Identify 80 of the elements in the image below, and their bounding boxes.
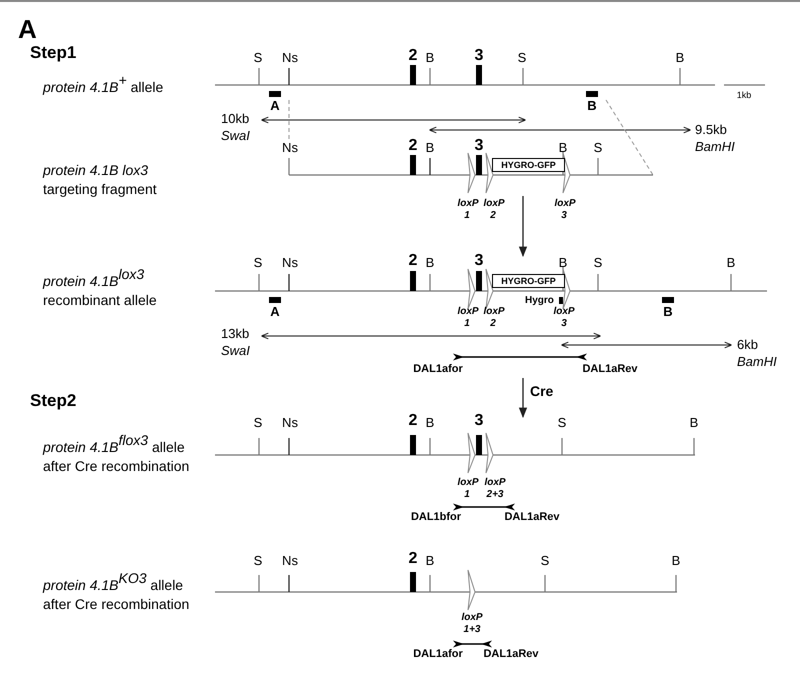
site-label: S xyxy=(254,554,262,567)
loxp-label: loxP xyxy=(457,478,479,488)
loxp-label: loxP xyxy=(457,199,479,209)
site-label: B xyxy=(426,416,434,429)
site-label: S xyxy=(518,51,526,64)
exon-number: 2 xyxy=(408,138,418,154)
exon-number: 3 xyxy=(474,48,484,64)
loxp-number: 1 xyxy=(464,319,470,329)
loxp-label: loxP xyxy=(483,199,505,209)
site-label: B xyxy=(672,554,680,567)
site-label: Ns xyxy=(282,141,298,154)
exon-number: 3 xyxy=(474,138,484,154)
site-label: B xyxy=(426,51,434,64)
primer-label: DAL1afor xyxy=(413,364,463,375)
exon-number: 3 xyxy=(474,253,484,269)
loxp-number: 1 xyxy=(464,490,470,500)
site-label: B xyxy=(426,141,434,154)
site-label: S xyxy=(254,416,262,429)
enzyme-name: SwaI xyxy=(221,344,250,357)
loxp-number: 3 xyxy=(561,211,567,221)
fragment-size: 13kb xyxy=(221,327,250,340)
site-label: S xyxy=(540,554,550,567)
enzyme-name: BamHI xyxy=(737,355,777,368)
site-label: Ns xyxy=(282,256,298,269)
dashed-line xyxy=(606,100,654,176)
exon-number: 2 xyxy=(408,413,418,429)
probe-label: B xyxy=(663,305,673,318)
exon-number: 2 xyxy=(408,48,418,64)
loxp-label: loxP xyxy=(483,307,505,317)
site-label: S xyxy=(254,51,262,64)
loxp-label: loxP xyxy=(484,478,506,488)
site-label: B xyxy=(726,256,736,269)
probe-label: A xyxy=(270,99,280,112)
site-label: Ns xyxy=(282,416,298,429)
primer-label: DAL1aRev xyxy=(483,649,539,660)
exon-number: 2 xyxy=(408,253,418,269)
loxp-label: loxP xyxy=(554,199,576,209)
loxp-number: 1+3 xyxy=(464,625,480,635)
probe-label: A xyxy=(270,305,280,318)
site-label: Ns xyxy=(282,51,298,64)
site-label: B xyxy=(558,141,568,154)
loxp-label: loxP xyxy=(457,307,479,317)
arrow xyxy=(518,196,528,258)
site-label: B xyxy=(690,416,698,429)
step-heading: Step2 xyxy=(30,392,76,409)
fragment-size: 6kb xyxy=(737,338,758,351)
exon-number: 2 xyxy=(408,551,418,567)
allele-label: protein 4.1B lox3 targeting fragment xyxy=(43,161,158,199)
loxp-number: 2 xyxy=(490,211,496,221)
primer-label: DAL1bfor xyxy=(410,512,462,523)
site-label: S xyxy=(558,416,566,429)
loxp-label: loxP xyxy=(461,613,483,623)
loxp-number: 2 xyxy=(490,319,496,329)
loxp-label: loxP xyxy=(553,307,575,317)
loxp-number: 2+3 xyxy=(486,490,504,500)
site-label: S xyxy=(254,256,262,269)
loxp-number: 1 xyxy=(464,211,470,221)
site-label: B xyxy=(558,256,568,269)
loxp-number: 3 xyxy=(561,319,567,329)
primer-label: DAL1afor xyxy=(413,649,463,660)
site-label: S xyxy=(594,141,602,154)
dashed-line xyxy=(288,100,290,140)
site-label: Ns xyxy=(282,554,298,567)
fragment-size: 9.5kb xyxy=(695,123,727,136)
site-label: B xyxy=(676,51,684,64)
exon-number: 3 xyxy=(474,413,484,429)
primer-label: DAL1aRev xyxy=(504,512,560,523)
edge-label: Cre xyxy=(529,384,554,398)
site-label: B xyxy=(426,554,434,567)
fragment-size: 10kb xyxy=(221,112,250,125)
probe-label: B xyxy=(587,99,597,112)
primer-label: DAL1aRev xyxy=(582,364,638,375)
panel-letter: A xyxy=(18,16,37,42)
site-label: B xyxy=(426,256,434,269)
site-label: S xyxy=(594,256,602,269)
enzyme-name: SwaI xyxy=(221,129,250,142)
enzyme-name: BamHI xyxy=(695,140,735,153)
arrow xyxy=(518,378,528,418)
scale-label: 1kb xyxy=(736,91,752,100)
step-heading: Step1 xyxy=(30,44,76,61)
